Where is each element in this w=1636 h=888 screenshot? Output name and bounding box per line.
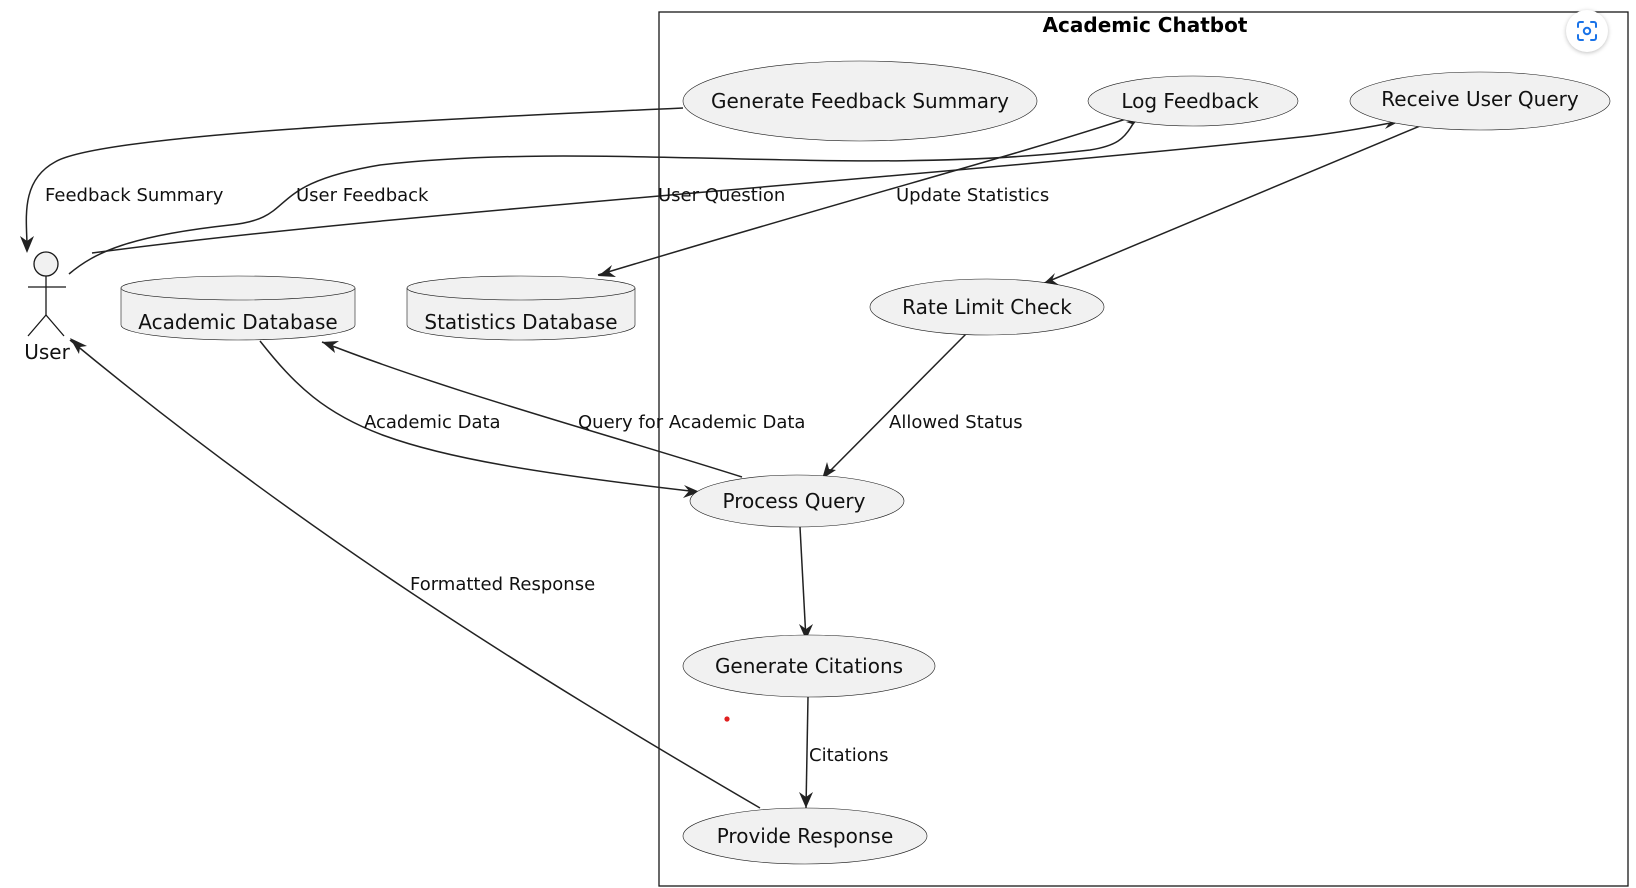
use-case-label: Receive User Query [1381,87,1579,111]
use-case-generate-citations[interactable]: Generate Citations [682,634,936,698]
use-case-generate-feedback-summary[interactable]: Generate Feedback Summary [682,60,1038,142]
database-label: Statistics Database [424,310,617,334]
actor-right-leg [45,314,65,337]
label-allowed-status: Allowed Status [889,412,1023,433]
use-case-provide-response[interactable]: Provide Response [682,807,928,865]
database-academic[interactable]: Academic Database [120,275,356,341]
arrowhead-academic-data [683,485,700,498]
use-case-label: Log Feedback [1121,89,1259,113]
arrowhead-receive-to-rate [1042,273,1059,285]
actor-user[interactable]: User [24,251,71,364]
arrowhead-formatted-response [70,338,87,354]
edge-update-statistics [597,118,1127,276]
label-academic-data: Academic Data [364,412,501,433]
edge-feedback-summary [25,107,684,244]
arrowhead-allowed-status [822,462,836,479]
arrowhead-query-academic-data [322,341,339,353]
edge-receive-to-rate [1041,125,1421,285]
actor-left-leg [27,314,47,337]
screenshot-scan-icon [1577,21,1597,41]
use-case-label: Provide Response [717,824,894,848]
edge-academic-data [259,340,691,492]
use-case-process-query[interactable]: Process Query [689,474,905,528]
database-statistics[interactable]: Statistics Database [406,275,636,341]
use-case-rate-limit-check[interactable]: Rate Limit Check [869,278,1105,336]
edges [25,107,1421,809]
edge-labels: Feedback Summary User Feedback User Ques… [45,185,1049,766]
arrowhead-feedback-summary [20,236,34,253]
edge-allowed-status [822,333,967,479]
actor-label: User [24,340,70,364]
arrow-heads [20,116,1400,808]
screenshot-scan-button[interactable] [1566,10,1608,52]
use-case-label: Process Query [722,489,865,513]
label-user-question: User Question [658,185,785,206]
arrowhead-process-to-citations [799,624,813,640]
label-query-academic-data: Query for Academic Data [578,412,805,433]
use-case-receive-user-query[interactable]: Receive User Query [1349,71,1611,131]
database-label: Academic Database [138,310,337,334]
use-case-label: Rate Limit Check [902,295,1072,319]
databases: Academic Database Statistics Database [120,275,636,341]
edge-process-to-citations [799,526,807,641]
arrowhead-citations [799,792,813,808]
use-case-label: Generate Citations [715,654,903,678]
label-citations: Citations [809,745,889,766]
edge-formatted-response [69,339,761,809]
system-boundary-frame [658,11,1629,887]
system-boundary-title: Academic Chatbot [1043,13,1248,37]
arrowhead-update-statistics [598,265,616,277]
marker-dot [724,716,730,722]
label-user-feedback: User Feedback [296,185,429,206]
label-feedback-summary: Feedback Summary [45,185,224,206]
edge-citations [805,696,809,809]
edge-user-question [91,121,1397,254]
edge-user-feedback [68,119,1136,275]
edge-query-academic-data [321,341,743,478]
use-cases: Generate Feedback Summary Log Feedback R… [682,60,1611,865]
use-case-label: Generate Feedback Summary [711,89,1009,113]
actor-head [33,251,59,277]
label-formatted-response: Formatted Response [410,574,595,595]
label-update-statistics: Update Statistics [896,185,1049,206]
system-boundary: Academic Chatbot [658,11,1629,887]
use-case-log-feedback[interactable]: Log Feedback [1087,75,1299,127]
